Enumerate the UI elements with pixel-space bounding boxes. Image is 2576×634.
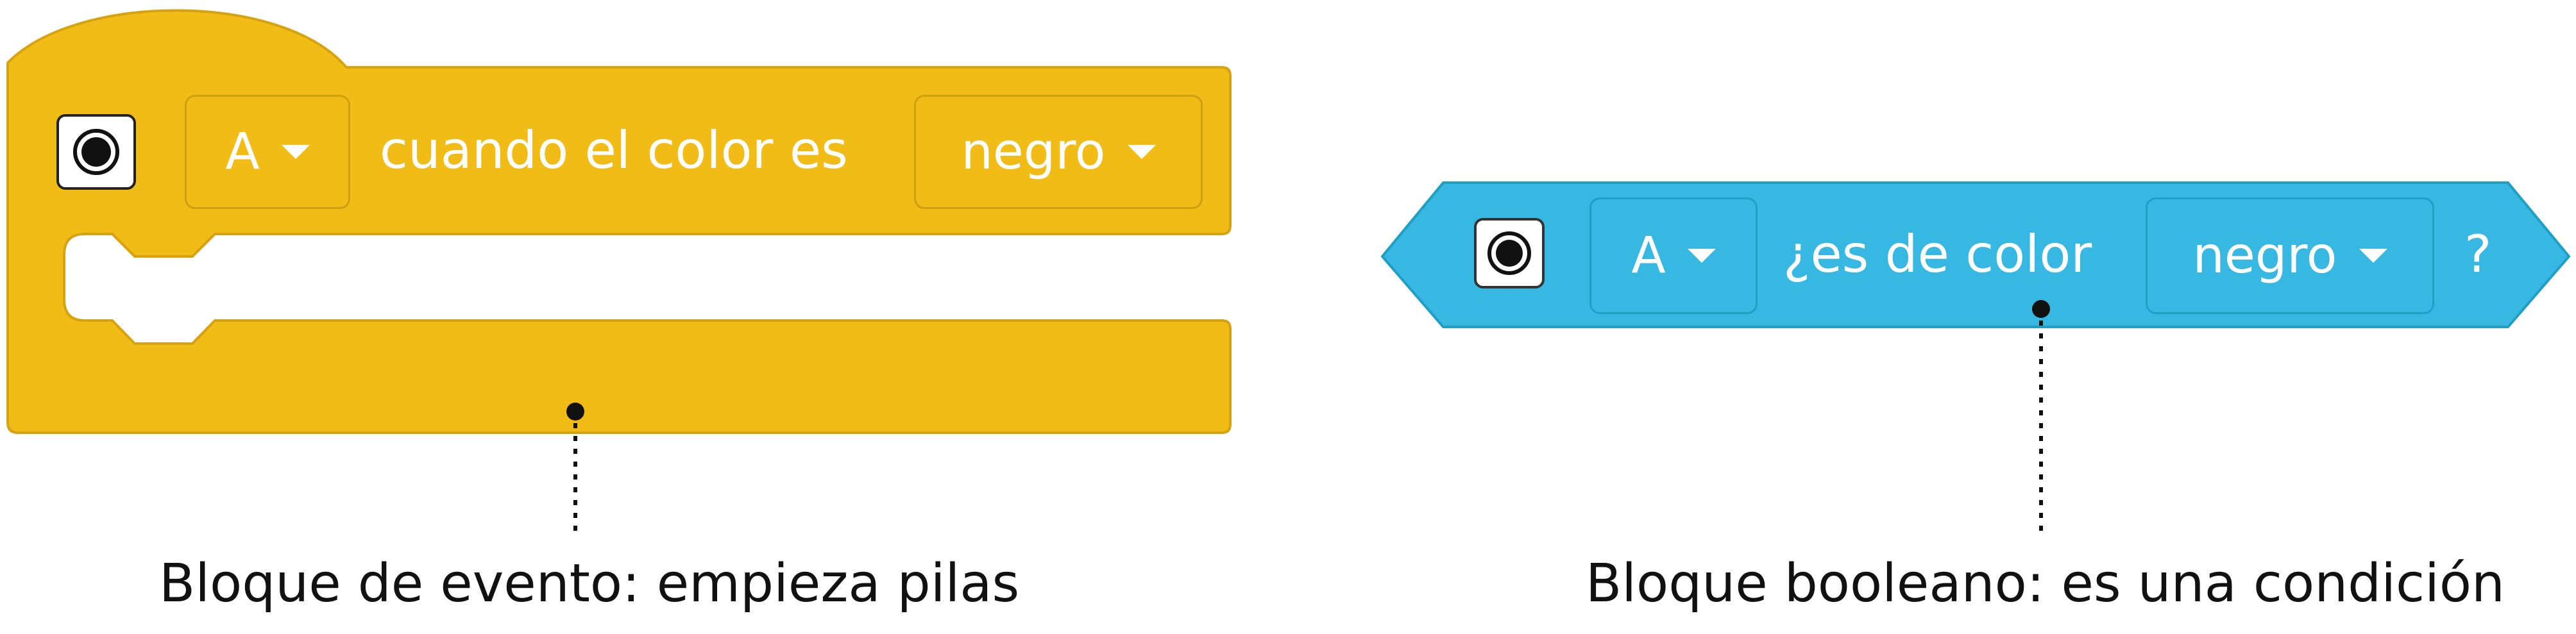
boolean-port-dropdown[interactable]: A <box>1589 197 1758 314</box>
event-port-dropdown[interactable]: A <box>185 95 350 209</box>
boolean-block-shape <box>1380 181 2571 328</box>
color-sensor-icon <box>56 114 136 190</box>
chevron-down-icon <box>1687 249 1716 263</box>
chevron-down-icon <box>1127 145 1156 159</box>
boolean-color-dropdown[interactable]: negro <box>2146 197 2434 314</box>
event-pointer-dot <box>566 403 584 421</box>
boolean-block-caption: Bloque booleano: es una condición <box>1586 553 2505 614</box>
chevron-down-icon <box>2359 249 2387 263</box>
event-color-dropdown[interactable]: negro <box>914 95 1203 209</box>
boolean-color-label: negro <box>2192 227 2337 285</box>
boolean-block-text: ¿es de color <box>1783 224 2092 284</box>
event-block-caption: Bloque de evento: empieza pilas <box>159 553 1020 614</box>
event-port-label: A <box>225 123 260 181</box>
event-color-label: negro <box>961 123 1106 181</box>
color-sensor-icon <box>1474 218 1545 288</box>
chevron-down-icon <box>281 145 310 159</box>
event-block-text: cuando el color es <box>380 121 848 180</box>
boolean-pointer-dot <box>2032 300 2050 318</box>
event-block-shape <box>6 9 1232 434</box>
boolean-port-label: A <box>1631 227 1666 285</box>
boolean-question-mark: ? <box>2464 224 2492 284</box>
